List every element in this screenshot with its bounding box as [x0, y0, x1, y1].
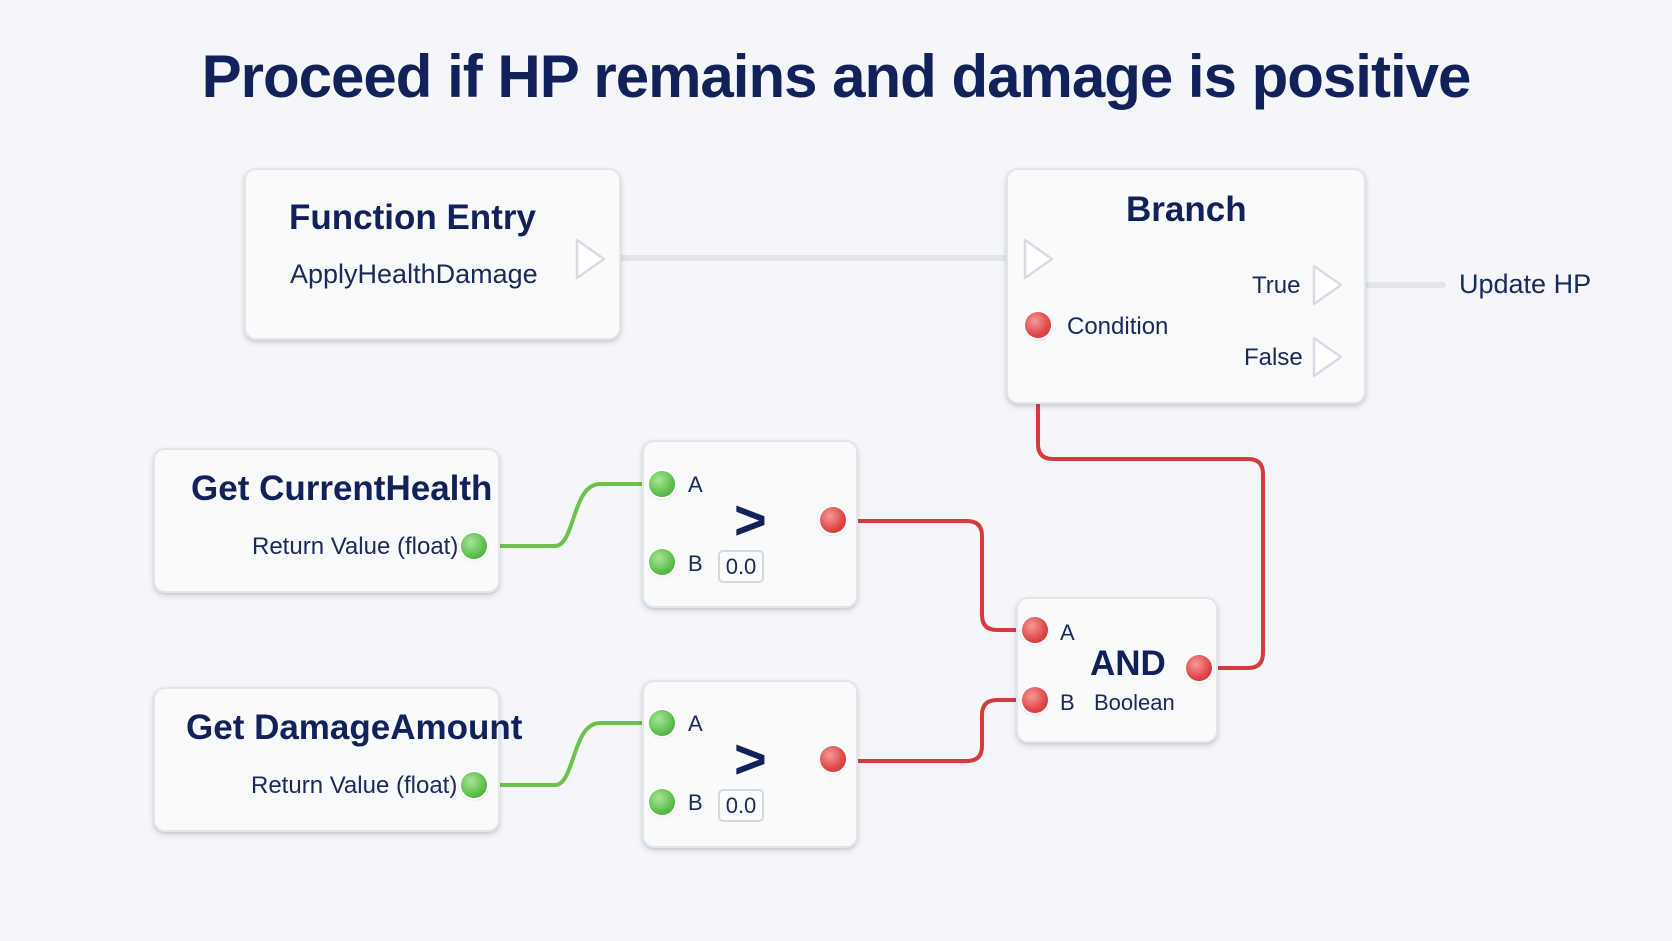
function-entry-subtitle: ApplyHealthDamage: [290, 259, 538, 289]
get-damage-amount-title: Get DamageAmount: [186, 708, 523, 747]
compare-health-label-a: A: [688, 472, 703, 497]
get-current-health-title: Get CurrentHealth: [191, 469, 493, 508]
and-output-pin[interactable]: [1186, 655, 1212, 681]
current-health-output-label: Return Value (float): [252, 533, 459, 560]
false-exec-pin-icon[interactable]: [1311, 335, 1347, 379]
compare-damage-b-value[interactable]: 0.0: [718, 789, 764, 822]
branch-node[interactable]: [1006, 168, 1366, 404]
compare-health-operator: >: [734, 488, 767, 551]
damage-amount-output-pin[interactable]: [461, 772, 487, 798]
damage-amount-output-label: Return Value (float): [251, 772, 458, 799]
condition-pin[interactable]: [1025, 312, 1051, 338]
compare-health-b-value[interactable]: 0.0: [718, 550, 764, 583]
branch-title: Branch: [1126, 190, 1247, 229]
get-damage-amount-node[interactable]: [153, 687, 500, 832]
compare-damage-output-pin[interactable]: [820, 746, 846, 772]
and-pin-b[interactable]: [1022, 687, 1048, 713]
and-node[interactable]: [1016, 597, 1218, 743]
true-label: True: [1252, 272, 1301, 299]
and-title: AND: [1090, 644, 1166, 683]
and-label-a: A: [1060, 620, 1075, 645]
exec-in-pin-icon[interactable]: [1022, 237, 1058, 281]
compare-damage-label-b: B: [688, 790, 703, 815]
compare-damage-operator: >: [734, 727, 767, 790]
wire-compare-damage-to-and: [846, 698, 1034, 763]
false-label: False: [1244, 344, 1303, 371]
function-entry-title: Function Entry: [289, 198, 536, 237]
function-entry-node[interactable]: [244, 168, 621, 340]
and-label-b: B: [1060, 690, 1075, 715]
diagram-title: Proceed if HP remains and damage is posi…: [201, 43, 1472, 110]
compare-damage-pin-a[interactable]: [649, 710, 675, 736]
current-health-output-pin[interactable]: [461, 533, 487, 559]
and-pin-a[interactable]: [1022, 617, 1048, 643]
and-type-label: Boolean: [1094, 690, 1175, 715]
compare-health-label-b: B: [688, 551, 703, 576]
compare-health-pin-b[interactable]: [649, 549, 675, 575]
compare-damage-pin-b[interactable]: [649, 789, 675, 815]
compare-health-output-pin[interactable]: [820, 507, 846, 533]
get-current-health-node[interactable]: [153, 448, 500, 593]
compare-damage-label-a: A: [688, 711, 703, 736]
condition-label: Condition: [1067, 313, 1169, 340]
wire-compare-health-to-and: [846, 519, 1034, 632]
wire-current-health-to-compare: [498, 482, 660, 548]
wire-and-to-branch-condition: [1036, 325, 1265, 670]
compare-health-pin-a[interactable]: [649, 471, 675, 497]
exec-out-pin-icon[interactable]: [574, 237, 610, 281]
update-hp-label: Update HP: [1459, 269, 1592, 299]
wire-damage-amount-to-compare: [498, 721, 660, 787]
true-exec-pin-icon[interactable]: [1311, 263, 1347, 307]
